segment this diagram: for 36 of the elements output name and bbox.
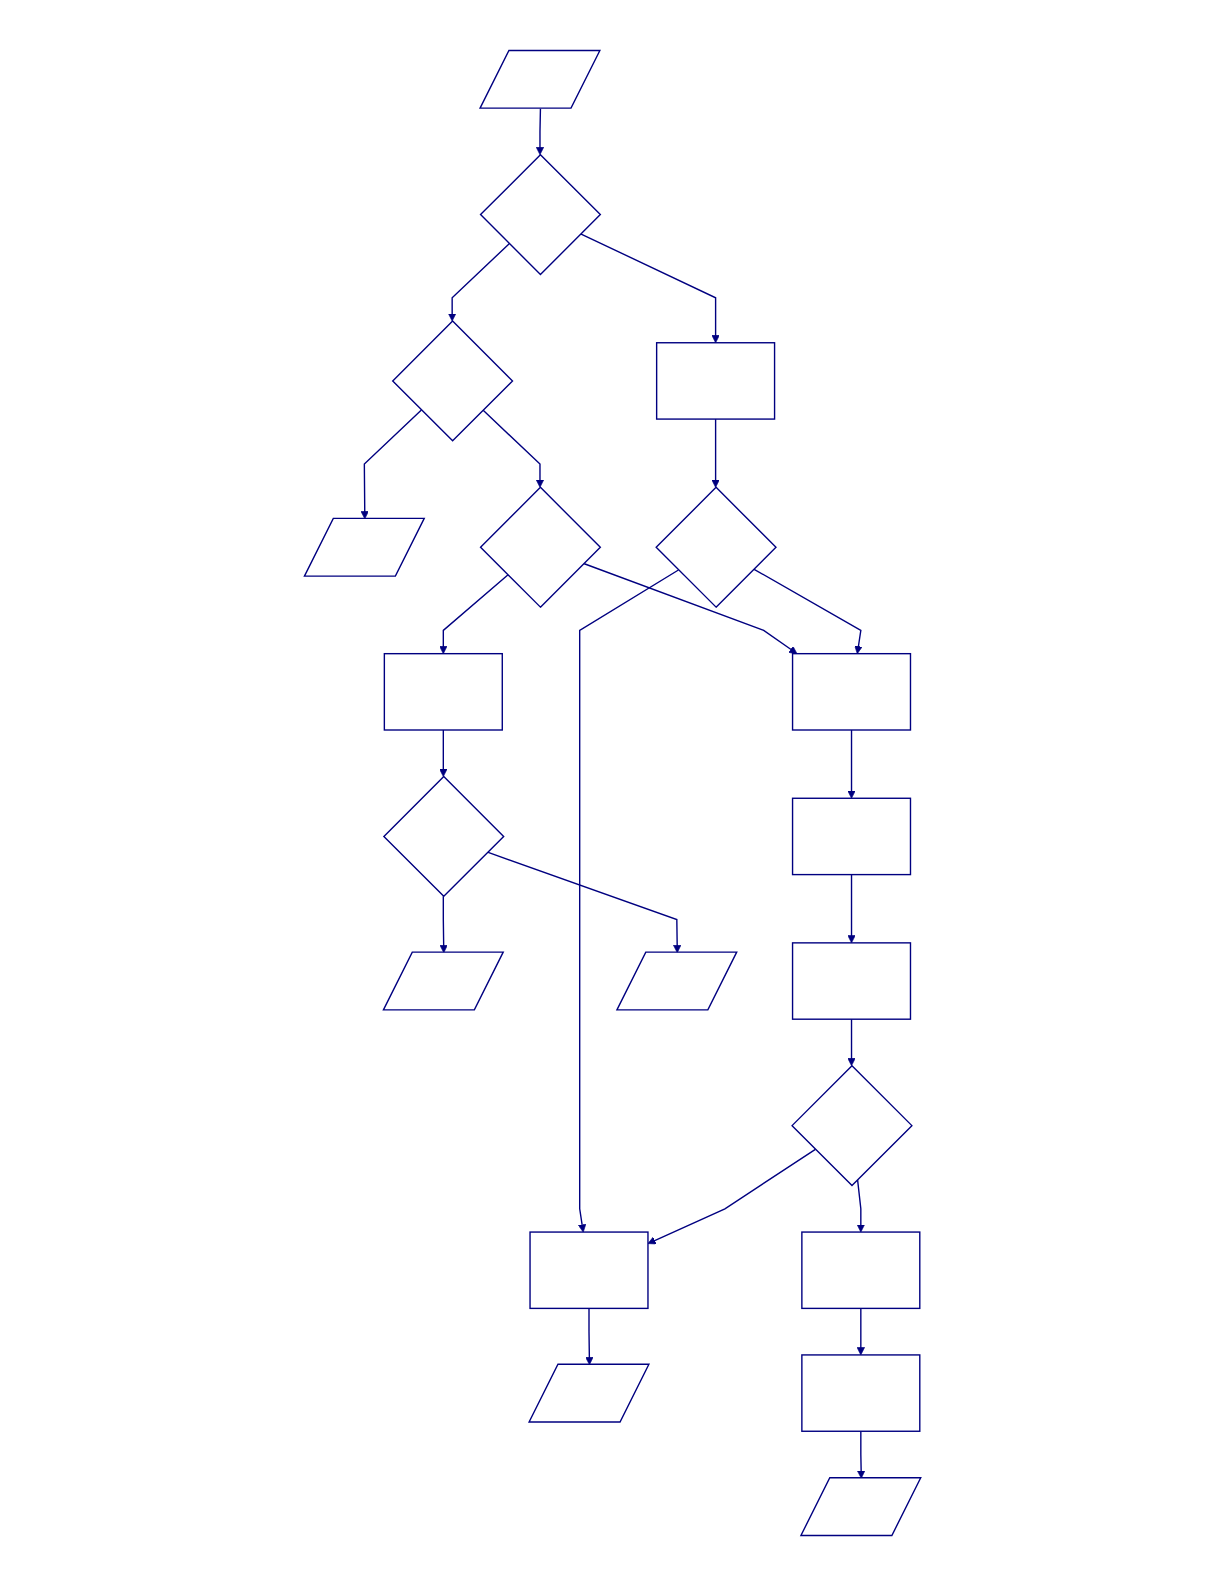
arrow bbox=[447, 242, 510, 321]
node-box bbox=[791, 797, 912, 875]
node-box bbox=[801, 1230, 921, 1309]
node-parallelogram bbox=[478, 49, 601, 109]
node-diamond bbox=[479, 153, 602, 275]
node-box bbox=[529, 1230, 649, 1309]
node-parallelogram bbox=[382, 951, 505, 1011]
arrow bbox=[647, 1148, 816, 1244]
node-parallelogram bbox=[303, 517, 426, 577]
arrow bbox=[856, 1178, 865, 1232]
arrow bbox=[482, 408, 544, 488]
arrow bbox=[711, 417, 720, 488]
node-diamond bbox=[391, 319, 514, 442]
arrow bbox=[577, 568, 680, 1232]
node-diamond bbox=[655, 485, 777, 608]
arrow bbox=[856, 1307, 865, 1355]
node-diamond bbox=[479, 485, 602, 608]
arrow bbox=[439, 573, 509, 654]
arrow bbox=[847, 873, 856, 943]
arrow bbox=[847, 728, 856, 799]
node-diamond bbox=[382, 775, 505, 897]
arrow bbox=[752, 567, 863, 654]
arrow bbox=[439, 728, 448, 777]
node-diamond bbox=[791, 1064, 913, 1187]
node-parallelogram bbox=[527, 1363, 650, 1423]
node-box bbox=[655, 341, 776, 420]
arrow bbox=[535, 107, 544, 155]
arrow bbox=[579, 232, 720, 343]
node-box bbox=[791, 652, 912, 731]
node-parallelogram bbox=[615, 951, 738, 1011]
arrow bbox=[582, 562, 798, 654]
node-box bbox=[383, 652, 503, 731]
node-parallelogram bbox=[799, 1476, 922, 1536]
node-box bbox=[801, 1353, 921, 1432]
node-box bbox=[791, 941, 912, 1020]
arrow bbox=[847, 1018, 856, 1066]
